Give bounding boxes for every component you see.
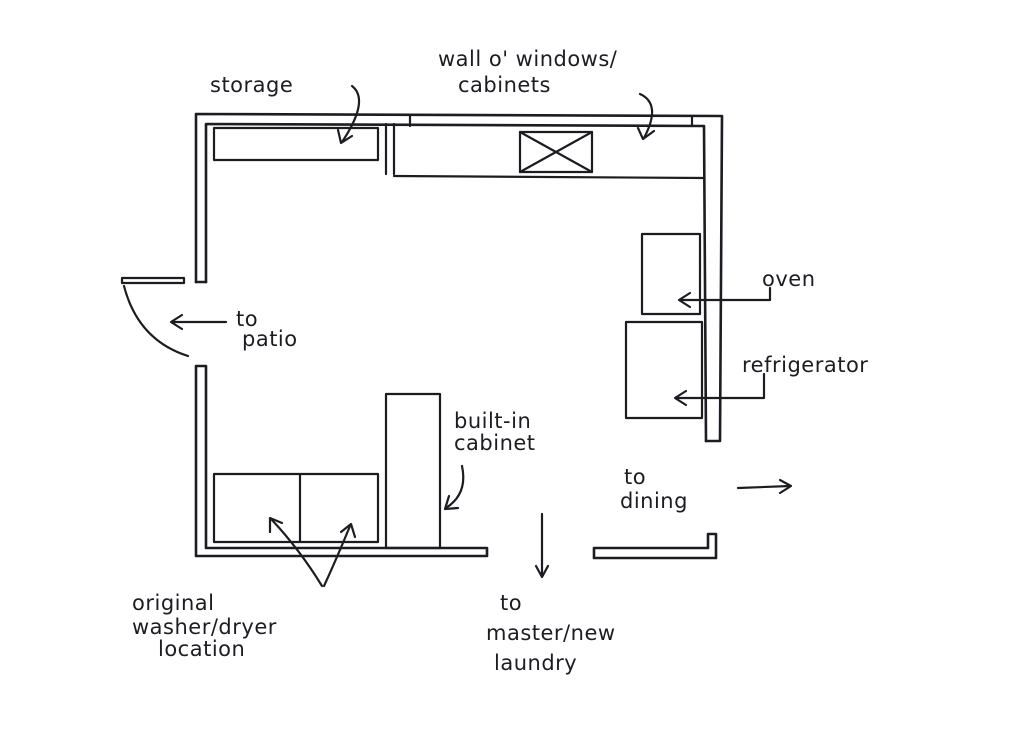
patio-door — [120, 276, 190, 358]
washer-arrows — [268, 516, 357, 588]
washer-label-line3: location — [158, 637, 245, 661]
dining-label-line2: dining — [620, 489, 688, 513]
outer-walls — [194, 112, 724, 560]
bottom-right-wall — [592, 532, 718, 560]
wall-windows-label-line1: wall o' windows/ — [438, 47, 618, 71]
laundry-label-line1: to — [500, 591, 522, 615]
patio-label-line1: to — [236, 307, 258, 331]
patio-label-line2: patio — [242, 327, 298, 351]
built-in-cabinet-box — [384, 392, 442, 550]
laundry-label-line2: master/new — [486, 621, 616, 645]
built-in-label-line1: built-in — [454, 409, 531, 433]
wall-windows-label-line2: cabinets — [458, 73, 551, 97]
door-leaf — [120, 276, 186, 285]
windows-arrow — [636, 92, 656, 141]
storage-arrow — [336, 84, 361, 145]
dining-label-line1: to — [624, 465, 646, 489]
washer-label-line1: original — [132, 591, 215, 615]
built-in-label-line2: cabinet — [454, 431, 536, 455]
oven-arrow — [677, 286, 772, 309]
laundry-label-line3: laundry — [494, 651, 577, 675]
dining-arrow — [736, 478, 793, 495]
refrigerator-arrow — [673, 372, 766, 407]
patio-arrow — [169, 313, 228, 331]
door-swing-arc — [122, 284, 190, 358]
refrigerator-box — [624, 320, 704, 420]
storage-label: storage — [210, 73, 293, 97]
top-wall-inner — [204, 122, 708, 443]
laundry-arrow — [534, 512, 550, 579]
washer-dryer-box — [212, 472, 380, 544]
oven-box — [640, 232, 702, 316]
washer-label-line2: washer/dryer — [132, 615, 277, 639]
oven-label: oven — [762, 267, 816, 291]
sink-fixture — [518, 130, 594, 174]
left-lower-wall — [194, 364, 489, 558]
top-wall — [194, 112, 724, 443]
refrigerator-label: refrigerator — [742, 353, 868, 377]
window-cabinet-run — [392, 174, 706, 180]
built-in-arrow — [443, 464, 465, 511]
storage-cabinet — [212, 126, 380, 162]
